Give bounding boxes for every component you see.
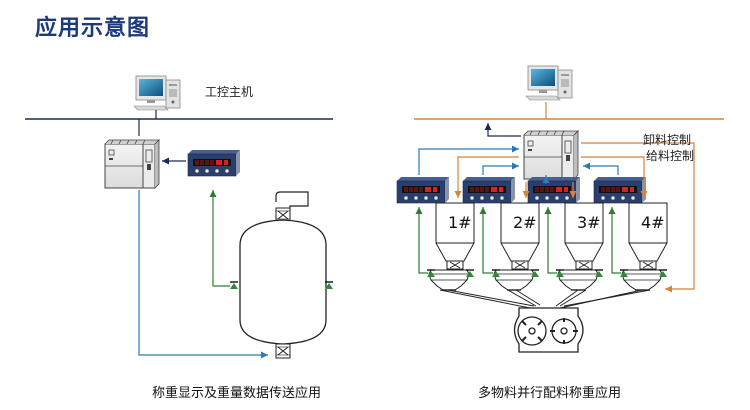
plc-icon xyxy=(104,139,160,189)
weighing-indicator-icon xyxy=(187,149,241,177)
weigh-hopper-2 xyxy=(493,269,535,291)
page-title: 应用示意图 xyxy=(35,16,151,41)
feed-control-4 xyxy=(581,156,648,198)
indicator-4-signal xyxy=(583,162,619,175)
weigh-hopper-3 xyxy=(557,269,599,291)
feed-control-1 xyxy=(454,156,519,198)
weigh-hopper-1 xyxy=(428,269,470,291)
indicator-1-icon xyxy=(396,176,450,204)
hopper-3-label: 3# xyxy=(577,213,601,232)
plc-icon-right xyxy=(523,130,579,180)
left-diagram xyxy=(25,75,334,359)
plc-to-bus-arrow xyxy=(484,122,521,137)
loadcell-1-signal xyxy=(415,207,428,274)
discharge-control-label: 卸料控制 xyxy=(643,133,692,147)
inlet-pipe xyxy=(275,191,309,210)
left-caption: 称重显示及重量数据传送应用 xyxy=(152,386,322,401)
indicator-1-signal xyxy=(418,145,519,175)
mixer-icon xyxy=(513,307,584,353)
hopper-1-label: 1# xyxy=(448,213,472,232)
indicator-4-icon xyxy=(593,176,647,204)
indicator-2-icon xyxy=(462,176,516,204)
loadcell-left-icon xyxy=(229,281,239,290)
hopper-4-label: 4# xyxy=(641,213,665,232)
weigh-hopper-4 xyxy=(621,269,663,291)
indicator-2-signal xyxy=(482,162,519,175)
host-computer-icon-right xyxy=(525,65,573,101)
loadcell-4-signal xyxy=(608,207,621,274)
discharge-control-line xyxy=(581,142,695,293)
hopper-2-label: 2# xyxy=(513,213,537,232)
storage-tank xyxy=(239,219,327,345)
plc-to-valve-arrow xyxy=(138,190,268,359)
right-caption: 多物料并行配料称重应用 xyxy=(478,386,622,401)
indicator-3-icon xyxy=(527,176,581,204)
outlet-valve-icon xyxy=(275,343,291,359)
right-diagram: 1# 2# 3# 4# xyxy=(396,65,724,353)
loadcell-to-indicator-arrow xyxy=(209,190,230,287)
host-computer-icon xyxy=(133,75,181,111)
loadcell-2-signal xyxy=(479,207,493,274)
feed-control-label: 给料控制 xyxy=(646,149,695,163)
host-label: 工控主机 xyxy=(205,85,254,99)
discharge-chutes xyxy=(439,289,651,309)
loadcell-3-signal xyxy=(544,207,557,274)
